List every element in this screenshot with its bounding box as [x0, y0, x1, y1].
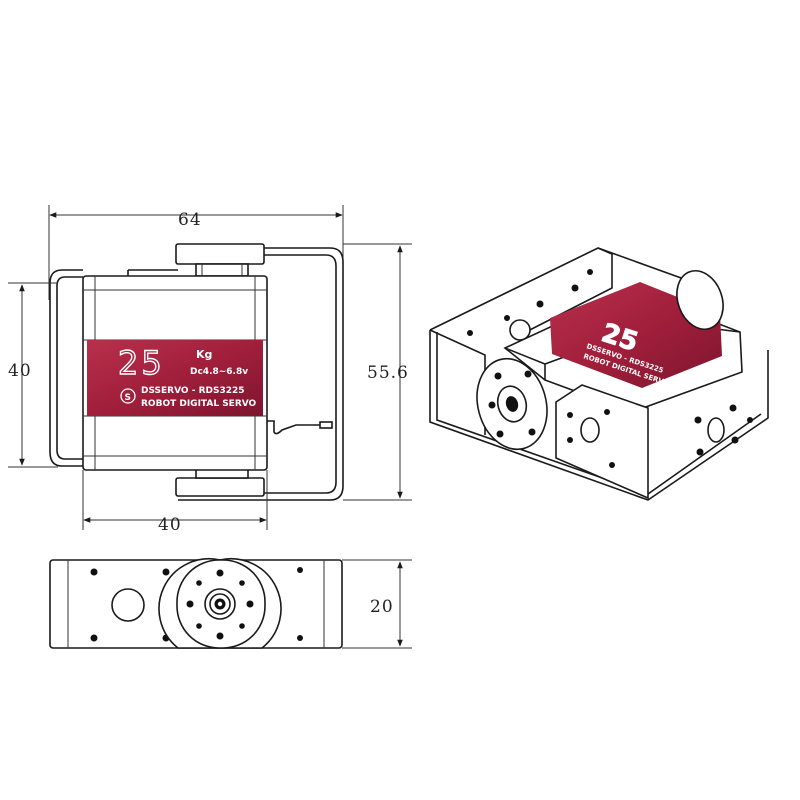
cable-connector — [319, 421, 333, 429]
bottom-view: 20 — [49, 557, 412, 649]
label-model: DSSERVO - RDS3225 — [141, 386, 245, 396]
iso-bracket-side-plate — [555, 384, 649, 500]
rear-bracket-outer — [49, 269, 83, 467]
iso-bracket-base — [429, 330, 769, 501]
dim-label-right-height: 55.6 — [367, 363, 409, 383]
dim-label-top-width: 64 — [178, 210, 202, 230]
horn-top-plate — [175, 243, 265, 265]
iso-horn-screw-icon — [505, 396, 519, 412]
logo-icon — [120, 388, 136, 404]
isometric-view: 25 DSSERVO - RDS3225 ROBOT DIGITAL SERVO — [429, 247, 769, 501]
servo-cable — [267, 420, 326, 435]
horn-bottom-plate — [175, 477, 265, 497]
label-unit: Kg — [196, 348, 212, 361]
label-voltage: Dc4.8~6.8v — [190, 367, 248, 377]
label-type: ROBOT DIGITAL SERVO — [141, 399, 257, 409]
dim-label-body-width: 40 — [158, 515, 182, 535]
horn-top-hub — [195, 263, 249, 277]
dim-label-depth: 20 — [370, 597, 394, 617]
rear-bracket-inner — [56, 276, 83, 460]
bracket-inner — [178, 254, 337, 494]
front-view: 64 25 Kg Dc4.8~6.8v S DSSERVO - RDS3225 — [8, 205, 412, 535]
iso-bracket-hole — [509, 319, 531, 341]
servo-label-band — [87, 340, 263, 416]
bracket-center-hole — [111, 588, 145, 622]
svg-text:S: S — [125, 393, 131, 403]
dim-label-left-height: 40 — [8, 361, 32, 381]
bracket-outer — [178, 247, 344, 501]
label-load: 25 — [118, 344, 165, 382]
